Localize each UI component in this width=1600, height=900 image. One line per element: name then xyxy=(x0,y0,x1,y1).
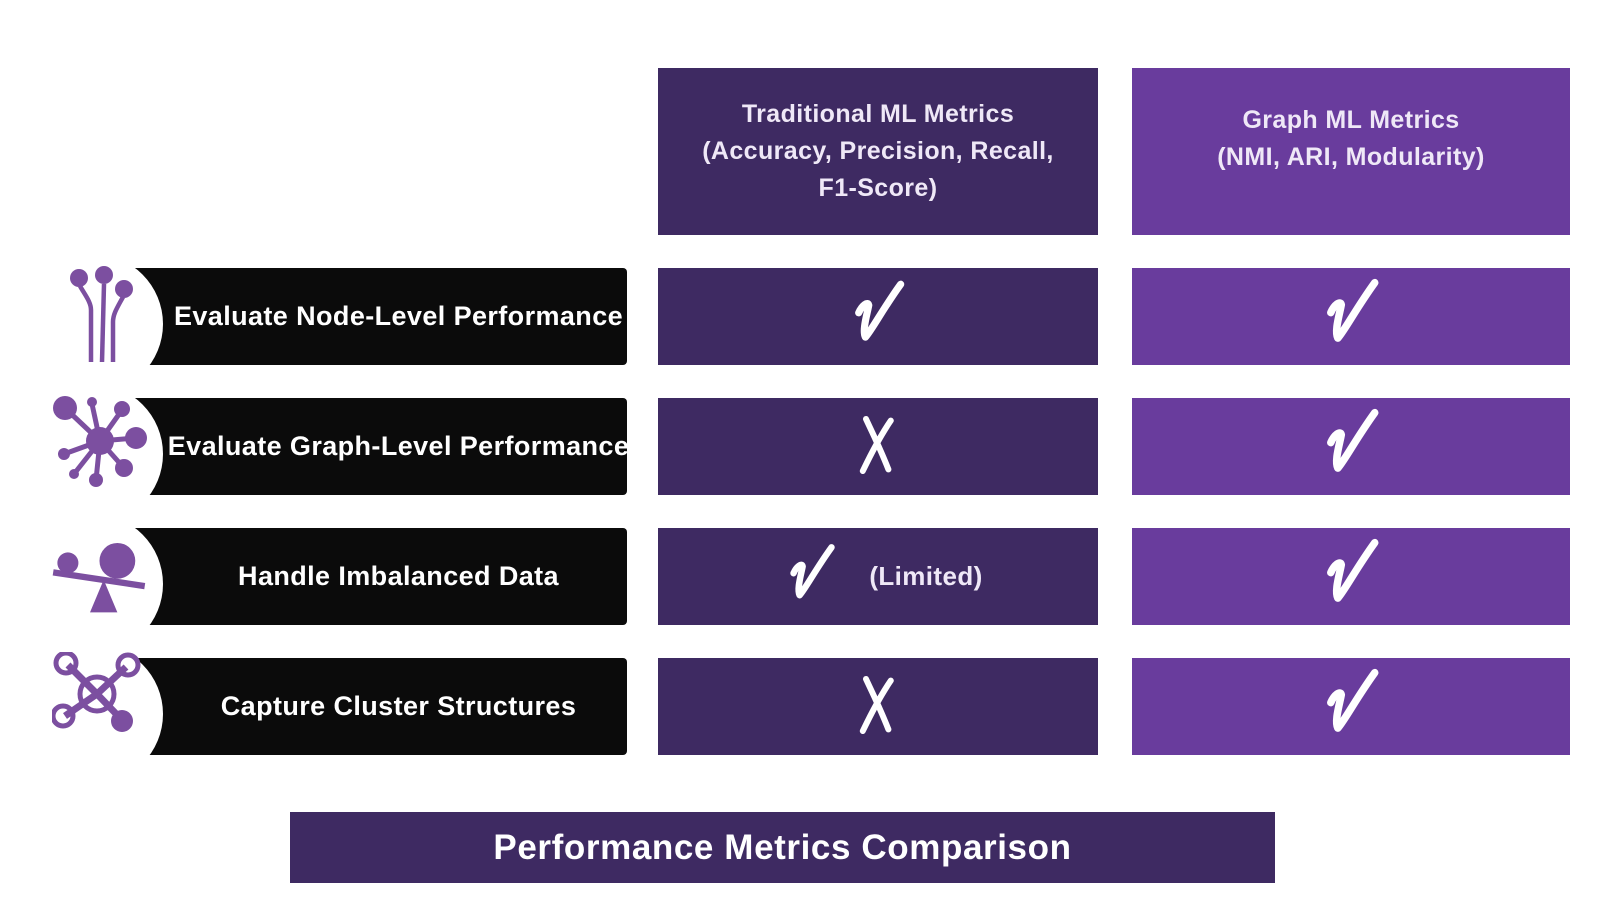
cell-traditional-imbalanced-data: (Limited) xyxy=(658,528,1098,625)
row-evaluate-graph-level-performance: Evaluate Graph-Level Performance xyxy=(23,384,630,524)
column-header-line: Graph ML Metrics xyxy=(1242,105,1460,134)
cluster-molecule-icon xyxy=(52,652,141,732)
check-icon xyxy=(790,543,836,598)
row-label: Handle Imbalanced Data xyxy=(238,561,559,591)
cell-graph-cluster-structures xyxy=(1132,658,1570,755)
row-label: Capture Cluster Structures xyxy=(220,691,577,721)
cross-icon xyxy=(859,675,894,734)
cell-traditional-graph-level xyxy=(658,398,1098,495)
cell-traditional-cluster-structures xyxy=(658,658,1098,755)
chart-title-text: Performance Metrics Comparison xyxy=(493,827,1072,867)
row-handle-imbalanced-data: Handle Imbalanced Data xyxy=(23,514,627,654)
cell-mark xyxy=(838,667,918,747)
cross-icon xyxy=(859,415,894,474)
cell-mark xyxy=(1307,663,1395,751)
row-label: Evaluate Graph-Level Performance xyxy=(167,431,630,461)
balance-scale-icon xyxy=(52,542,146,613)
row-evaluate-node-level-performance: Evaluate Node-Level Performance xyxy=(23,254,627,394)
check-icon xyxy=(1327,278,1379,342)
check-icon xyxy=(1327,668,1379,732)
column-header-traditional-ml-metrics: Traditional ML Metrics (Accuracy, Precis… xyxy=(658,68,1098,235)
column-header-line: (Accuracy, Precision, Recall, xyxy=(702,137,1054,165)
cell-mark xyxy=(1307,533,1395,621)
chart-title: Performance Metrics Comparison xyxy=(290,812,1275,883)
column-header-line: F1-Score) xyxy=(818,174,938,202)
cell-graph-graph-level xyxy=(1132,398,1570,495)
column-header-line: Traditional ML Metrics xyxy=(741,100,1015,128)
cell-mark xyxy=(1307,403,1395,491)
network-hub-icon xyxy=(53,396,147,487)
limited-note: (Limited) xyxy=(869,561,983,591)
check-icon xyxy=(1327,408,1379,472)
column-header-line: (NMI, ARI, Modularity) xyxy=(1217,142,1485,171)
check-icon xyxy=(855,280,905,341)
cell-graph-imbalanced-data xyxy=(1132,528,1570,625)
cell-mark xyxy=(838,407,918,487)
node-pins-icon xyxy=(70,266,133,363)
row-capture-cluster-structures: Capture Cluster Structures xyxy=(23,644,627,784)
column-header-graph-ml-metrics: Graph ML Metrics (NMI, ARI, Modularity) xyxy=(1132,68,1570,235)
check-icon xyxy=(1327,538,1379,602)
cell-traditional-node-level xyxy=(658,268,1098,365)
cell-mark xyxy=(836,275,920,359)
cell-graph-node-level xyxy=(1132,268,1570,365)
cell-mark: (Limited) xyxy=(773,539,982,615)
cell-mark xyxy=(1307,273,1395,361)
row-label: Evaluate Node-Level Performance xyxy=(173,301,624,331)
